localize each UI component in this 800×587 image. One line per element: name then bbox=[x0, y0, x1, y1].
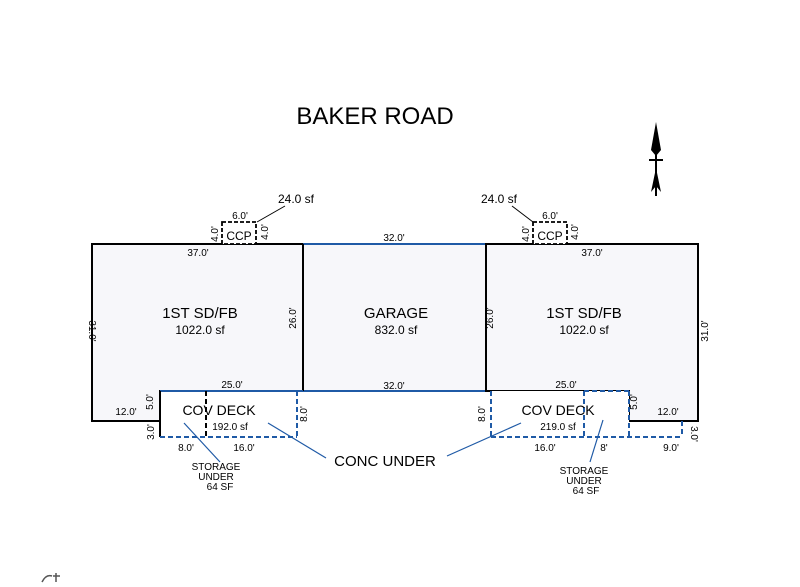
left-ccp: CCP 6.0' 4.0' 4.0' 24.0 sf bbox=[210, 192, 315, 245]
right-storage-line1: STORAGE bbox=[560, 466, 609, 477]
right-ccp-label: CCP bbox=[537, 229, 562, 243]
left-dim-side: 31.0' bbox=[86, 320, 97, 341]
left-storage-note: STORAGE UNDER 64 SF bbox=[183, 422, 241, 493]
left-unit-name: 1ST SD/FB bbox=[162, 305, 238, 322]
left-ccp-depth-r: 4.0' bbox=[260, 224, 271, 240]
left-deck-dim-b1: 8.0' bbox=[178, 443, 194, 454]
right-unit-name: 1ST SD/FB bbox=[546, 305, 622, 322]
garage-name: GARAGE bbox=[364, 305, 428, 322]
garage-dim-bottom: 32.0' bbox=[383, 381, 404, 392]
left-dim-step: 5.0' bbox=[145, 394, 156, 410]
left-storage-line1: STORAGE bbox=[192, 462, 241, 473]
right-unit-area: 1022.0 sf bbox=[559, 323, 609, 337]
left-dim-deck-top: 25.0' bbox=[221, 380, 242, 391]
right-dim-deck-top: 25.0' bbox=[555, 380, 576, 391]
corner-mark-icon bbox=[41, 573, 60, 583]
north-arrow-icon bbox=[649, 122, 663, 196]
left-deck-dim-b2: 16.0' bbox=[233, 443, 254, 454]
right-dim-inner: 26.0' bbox=[485, 307, 496, 328]
right-deck-label: COV DECK bbox=[521, 402, 595, 418]
right-cov-deck bbox=[490, 390, 683, 438]
garage-dim-top: 32.0' bbox=[383, 233, 404, 244]
right-dim-step: 5.0' bbox=[629, 394, 640, 410]
left-deck-area: 192.0 sf bbox=[212, 422, 248, 433]
right-storage-line2: UNDER bbox=[566, 476, 602, 487]
right-deck-dim-b3: 9.0' bbox=[663, 443, 679, 454]
left-deck-dim-left: 3.0' bbox=[146, 424, 157, 440]
right-deck-dim-right: 3.0' bbox=[688, 426, 699, 442]
right-ccp: CCP 6.0' 4.0' 4.0' 24.0 sf bbox=[481, 192, 581, 245]
left-ccp-label: CCP bbox=[226, 229, 251, 243]
right-storage-line3: 64 SF bbox=[573, 486, 600, 497]
left-unit-area: 1022.0 sf bbox=[175, 323, 225, 337]
right-ccp-width: 6.0' bbox=[542, 211, 558, 222]
left-storage-line3: 64 SF bbox=[207, 482, 234, 493]
right-dim-side: 31.0' bbox=[700, 320, 711, 341]
right-deck-dim-b2: 8' bbox=[600, 443, 608, 454]
right-dim-bottom-ext: 12.0' bbox=[657, 407, 678, 418]
left-ccp-depth-l: 4.0' bbox=[210, 226, 221, 242]
left-dim-inner: 26.0' bbox=[288, 307, 299, 328]
conc-under-note: CONC UNDER bbox=[267, 422, 522, 470]
left-ccp-width: 6.0' bbox=[232, 211, 248, 222]
conc-under-label: CONC UNDER bbox=[334, 453, 436, 470]
right-deck-area: 219.0 sf bbox=[540, 422, 576, 433]
left-dim-top: 37.0' bbox=[187, 248, 208, 259]
left-storage-line2: UNDER bbox=[198, 472, 234, 483]
left-dim-bottom-ext: 12.0' bbox=[115, 407, 136, 418]
right-ccp-depth-r: 4.0' bbox=[570, 224, 581, 240]
left-cov-deck bbox=[159, 390, 303, 438]
left-deck-label: COV DECK bbox=[182, 402, 256, 418]
right-deck-dim-b1: 16.0' bbox=[534, 443, 555, 454]
right-storage-note: STORAGE UNDER 64 SF bbox=[560, 419, 609, 497]
right-ccp-area: 24.0 sf bbox=[481, 192, 518, 206]
right-dim-top: 37.0' bbox=[581, 248, 602, 259]
road-title: BAKER ROAD bbox=[296, 103, 453, 130]
left-deck-dim-right: 8.0' bbox=[299, 406, 310, 422]
garage-area: 832.0 sf bbox=[375, 323, 418, 337]
right-ccp-depth-l: 4.0' bbox=[521, 226, 532, 242]
left-ccp-area: 24.0 sf bbox=[278, 192, 315, 206]
right-deck-dim-left: 8.0' bbox=[477, 406, 488, 422]
